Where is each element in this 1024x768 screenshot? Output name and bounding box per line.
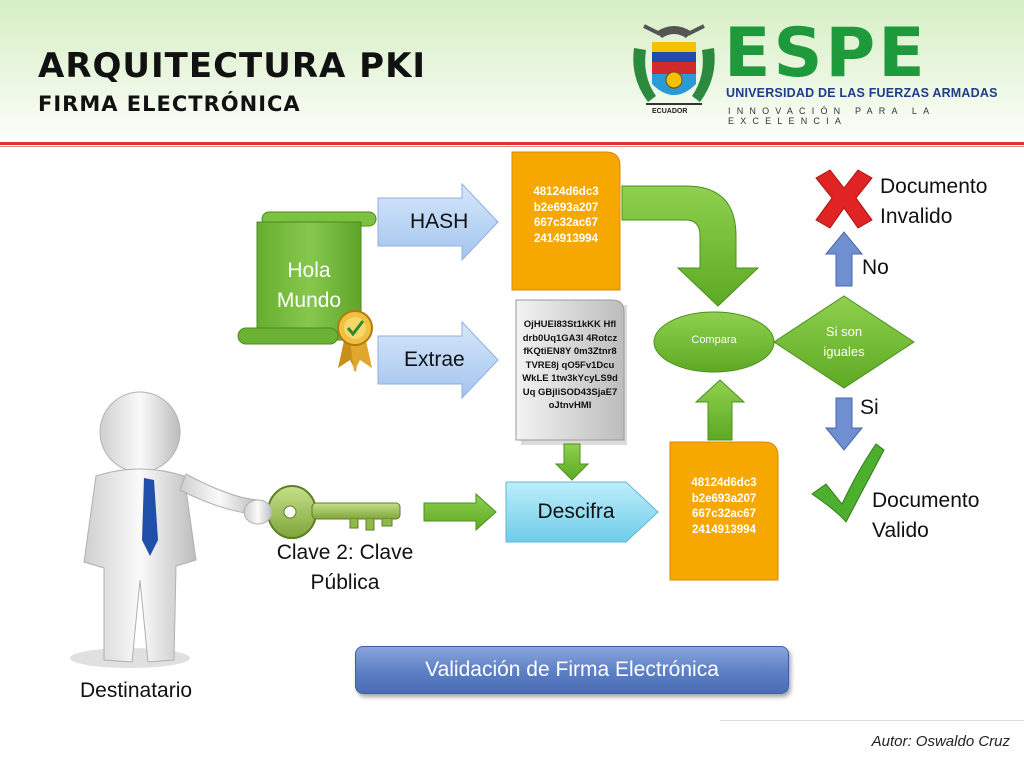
decrypt-label: Descifra <box>537 500 615 523</box>
university-tagline: INNOVACIÓN PARA LA EXCELENCIA <box>728 106 935 126</box>
decrypted-hash-value: 48124d6dc3 b2e693a207 667c32ac67 2414913… <box>691 477 757 536</box>
no-arrow <box>824 231 864 287</box>
hash-label: HASH <box>410 210 469 233</box>
decision-shape <box>773 295 915 389</box>
author-credit: Autor: Oswaldo Cruz <box>871 733 1010 750</box>
seal-label: ECUADOR <box>652 108 688 115</box>
no-label: No <box>862 256 889 279</box>
hash-box-shape <box>511 151 621 291</box>
document-text: Hola Mundo <box>276 259 342 312</box>
up-arrow-to-compare <box>694 379 746 441</box>
down-arrow-to-decrypt <box>554 443 590 481</box>
yes-label: Si <box>860 396 879 419</box>
page-title: ARQUITECTURA PKI <box>38 46 427 86</box>
header-divider <box>0 142 1024 145</box>
extract-label: Extrae <box>404 348 465 371</box>
key-to-decrypt-arrow <box>423 492 497 532</box>
recipient-person-icon <box>70 391 273 668</box>
signature-value: OjHUEI83St1kKK Hfldrb0Uq1GA3I 4RotczfKQt… <box>522 319 618 411</box>
validation-banner: Validación de Firma Electrónica <box>355 646 789 694</box>
document-scroll <box>237 211 377 345</box>
recipient-label: Destinatario <box>80 679 193 702</box>
public-key-icon <box>267 485 401 539</box>
curved-arrow-to-compare <box>621 185 760 307</box>
hash-arrow <box>377 182 499 262</box>
invalid-x-icon <box>815 169 873 229</box>
invalid-label: Documento Invalido <box>880 175 988 228</box>
university-seal-icon <box>633 24 715 105</box>
university-name: UNIVERSIDAD DE LAS FUERZAS ARMADAS <box>726 86 998 100</box>
signature-box-shape <box>515 299 625 441</box>
decrypted-hash-box-shape <box>669 441 779 581</box>
page-subtitle: FIRMA ELECTRÓNICA <box>38 92 301 116</box>
compare-label: Compara <box>691 334 737 346</box>
decrypt-shape <box>505 481 659 543</box>
espe-logo: ESPE <box>724 14 928 93</box>
footer-divider <box>720 720 1024 721</box>
decision-label: Si son iguales <box>823 324 865 359</box>
header-divider-thin <box>0 146 1024 147</box>
valid-check-icon <box>811 443 885 523</box>
key-label: Clave 2: Clave Pública <box>276 541 414 594</box>
extract-arrow <box>377 320 499 400</box>
hash-value: 48124d6dc3 b2e693a207 667c32ac67 2414913… <box>533 186 599 245</box>
certificate-badge-icon <box>337 310 373 372</box>
valid-label: Documento Valido <box>872 489 980 542</box>
yes-arrow <box>824 397 864 451</box>
